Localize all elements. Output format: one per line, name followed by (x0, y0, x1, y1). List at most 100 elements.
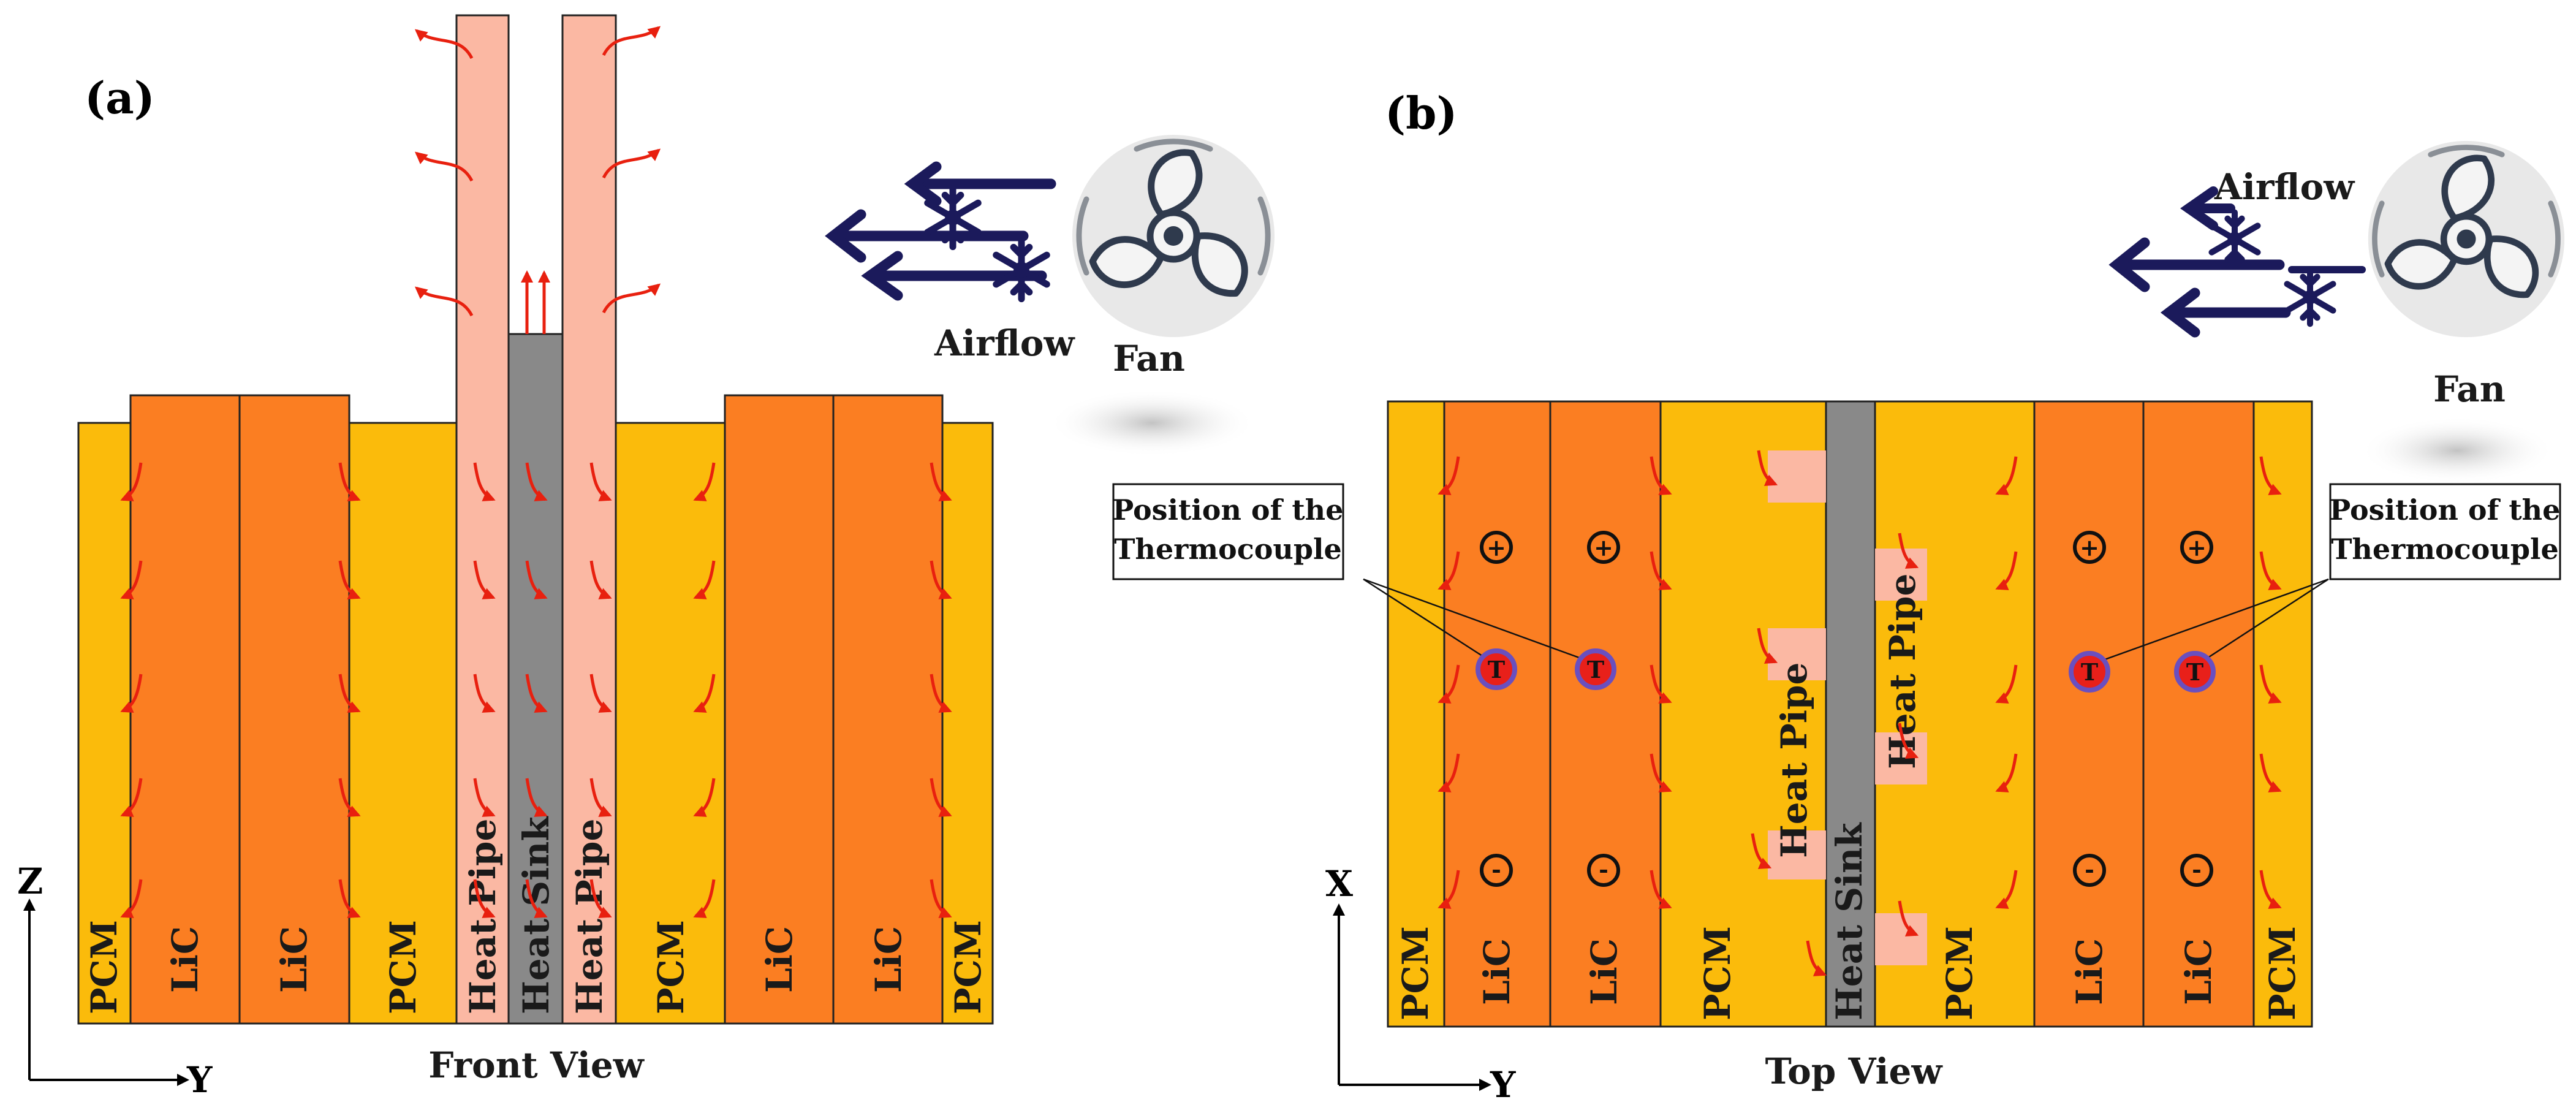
panel-a: (a) PCM LiC LiC PCM Heat Pipe Heat Sink … (17, 14, 1275, 1101)
heat-flow-arrow (2259, 870, 2282, 909)
panel-a-heat-pipe-right (561, 14, 617, 1025)
thermocouple-marker (1575, 648, 1616, 690)
heat-flow-arrow (338, 879, 361, 918)
heat-flow-arrow (1751, 833, 1772, 869)
panel-a-column-label: LiC (868, 926, 909, 993)
heat-flow-arrow (930, 879, 952, 918)
heat-flow-arrow (930, 560, 952, 599)
heat-flow-arrow (525, 674, 548, 713)
panel-b-axis-y-label: Y (1490, 1064, 1516, 1106)
heat-flow-arrow (338, 560, 361, 599)
panel-b-pcm-block (2252, 400, 2313, 1028)
heat-flow-arrow (1438, 664, 1460, 704)
panel-b-terminal-positive: + (2187, 534, 2207, 561)
heat-flow-arrow (1438, 551, 1460, 590)
panel-a-column-label: PCM (650, 920, 692, 1014)
panel-b-thermocouples (1476, 648, 2216, 693)
panel-a-column-label: Heat Sink (515, 816, 557, 1014)
panel-a-lic-cell (724, 394, 835, 1025)
heat-flow-arrow (1438, 456, 1460, 495)
panel-b-fan-label: Fan (2433, 368, 2506, 410)
panel-a-label: (a) (85, 72, 155, 124)
thermocouple-label: T (1488, 656, 1505, 683)
panel-a-pcm-block (348, 422, 458, 1025)
panel-b-axes: X Y (1325, 863, 1516, 1106)
panel-a-column-label: PCM (382, 920, 424, 1014)
panel-a-airflow-label: Airflow (934, 322, 1075, 364)
panel-b-heat-sink (1825, 400, 1876, 1028)
thermocouple-label: T (1587, 656, 1604, 683)
panel-b-callout-right-line2: Thermocouple (2331, 533, 2559, 566)
panel-b-column-label: LiC (1476, 938, 1518, 1005)
panel-b-column-label: PCM (1939, 926, 1980, 1020)
heat-flow-arrow (1650, 456, 1672, 495)
panel-b-fan-icon (2368, 141, 2564, 337)
heat-flow-arrow (930, 674, 952, 713)
heat-flow-arrow (930, 778, 952, 817)
panel-b-column-label: PCM (2262, 926, 2303, 1020)
heat-flow-arrow (930, 462, 952, 501)
thermocouple-marker (1476, 648, 1517, 690)
panel-a-heat-sink (507, 333, 564, 1025)
panel-b-callout-left (1112, 483, 1344, 580)
panel-a-heat-flow-arrows (120, 26, 952, 918)
heat-flow-arrow (1898, 900, 1919, 936)
panel-a-column-label: LiC (164, 926, 206, 993)
panel-a-pcm-block (615, 422, 726, 1025)
heat-flow-arrow (1995, 664, 2018, 704)
heat-flow-arrow (473, 560, 496, 599)
heat-flow-arrow (338, 674, 361, 713)
panel-a-snowflake-icon (996, 240, 1047, 298)
heat-flow-arrow (693, 560, 716, 599)
panel-b-terminal-negative: - (2192, 856, 2202, 883)
heat-flow-arrow (525, 462, 548, 501)
heat-flow-arrow (1757, 628, 1778, 664)
panel-b-airflow-label: Airflow (2214, 166, 2355, 208)
panel-a-fan-shadow (1048, 389, 1256, 457)
heat-flow-arrow (693, 778, 716, 817)
panel-b-callout-right-line1: Position of the (2330, 493, 2561, 526)
panel-b-airflow-icon (2108, 186, 2366, 338)
heat-flow-arrow (1438, 753, 1460, 792)
thermocouple-marker (2069, 651, 2110, 693)
panel-b-terminal-negative: - (1491, 856, 1501, 883)
panel-b-terminal-positive: + (1594, 534, 1613, 561)
heat-flow-arrow (1806, 940, 1827, 976)
panel-b-terminal-positive: + (2080, 534, 2099, 561)
heat-flow-arrow (589, 879, 612, 918)
panel-b-lic-cell (1443, 400, 1551, 1028)
panel-a-heat-pipe-left (455, 14, 510, 1025)
panel-a-axis-z-label: Z (17, 860, 43, 902)
heat-flow-arrow (589, 674, 612, 713)
panel-a-column-label: Heat Pipe (569, 819, 610, 1014)
heat-flow-arrow (1898, 533, 1919, 569)
heat-flow-arrow (1898, 723, 1919, 759)
panel-b-terminal-negative: - (2085, 856, 2094, 883)
heat-flow-arrow (1757, 450, 1778, 486)
heat-flow-arrow (2259, 664, 2282, 704)
panel-b-callout-left-line2: Thermocouple (1114, 533, 1342, 566)
panel-b-terminal-negative: - (1599, 856, 1608, 883)
heat-flow-arrow (473, 462, 496, 501)
panel-b-callout-left-line1: Position of the (1113, 493, 1344, 526)
panel-b-column-label: LiC (1583, 938, 1625, 1005)
panel-b-column-label: LiC (2069, 938, 2110, 1005)
panel-b-lic-cell (2142, 400, 2255, 1028)
heat-flow-arrow (525, 879, 548, 918)
heat-flow-arrow (602, 26, 661, 56)
panel-a-column-label: PCM (83, 920, 125, 1014)
panel-b-label: (b) (1385, 87, 1457, 139)
panel-b-heat-pipe-label: Heat Pipe (1773, 663, 1815, 858)
heat-flow-arrow (602, 283, 661, 314)
panel-a-axis-y-label: Y (186, 1059, 213, 1101)
heat-flow-arrow (525, 778, 548, 817)
heat-flow-arrow (1650, 664, 1672, 704)
panel-a-fan-icon (1072, 135, 1275, 337)
panel-b-terminals (1480, 531, 2213, 887)
heat-flow-arrow (338, 778, 361, 817)
heat-flow-arrow (693, 879, 716, 918)
panel-b-snowflake-icon (2212, 213, 2258, 266)
panel-b-column-label: PCM (1697, 926, 1738, 1020)
